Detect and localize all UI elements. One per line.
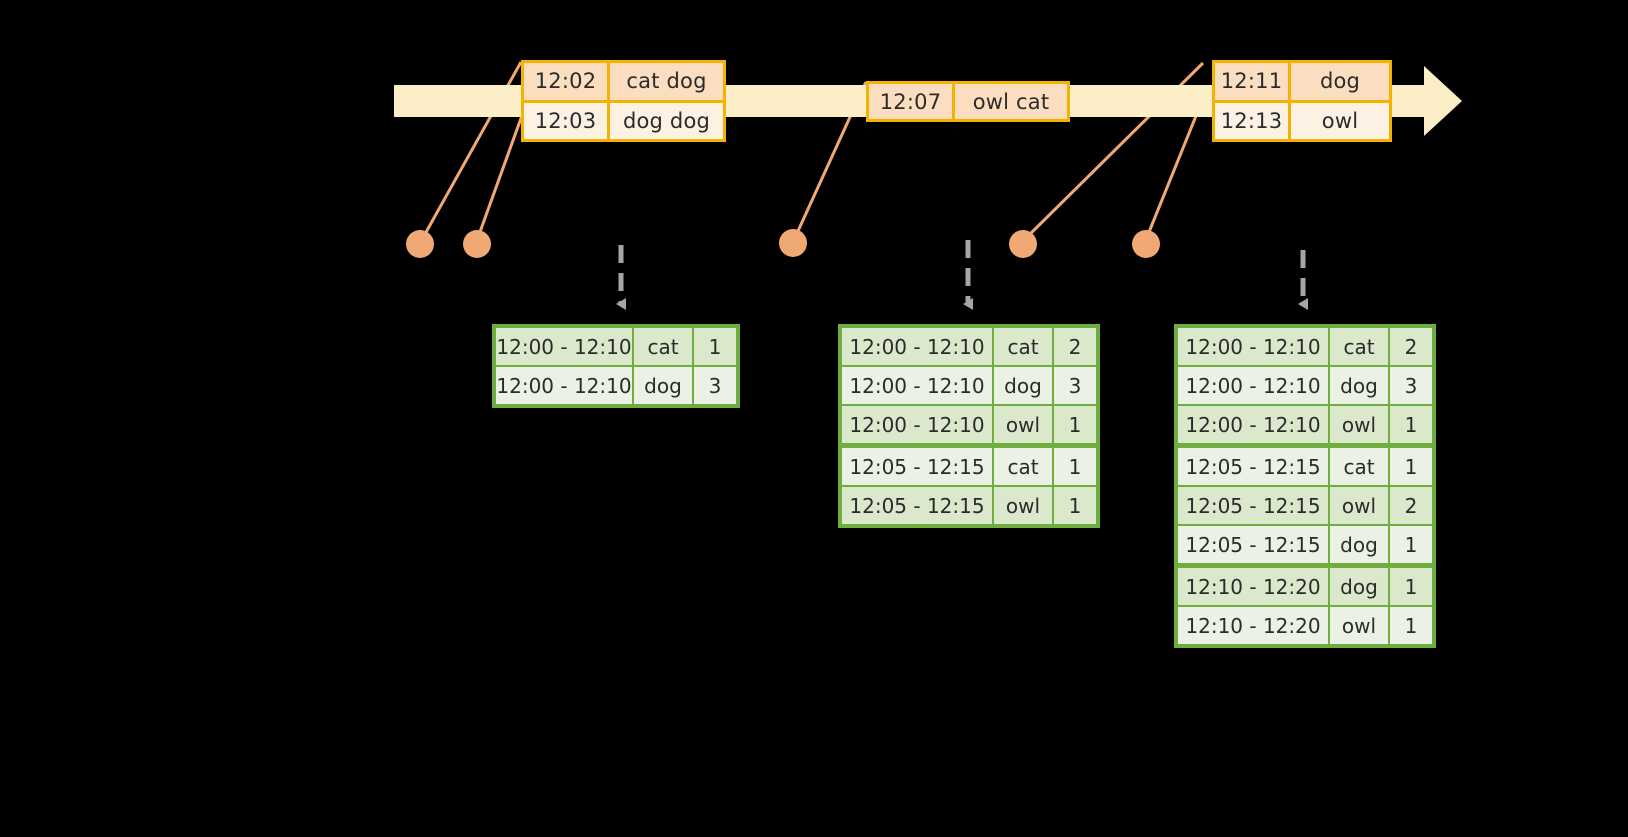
cell-window: 12:00 - 12:10 bbox=[1178, 406, 1328, 443]
cell-count: 3 bbox=[1390, 367, 1432, 404]
timeline-bar-segment-3 bbox=[1069, 85, 1212, 117]
event-payload: cat dog bbox=[626, 69, 707, 94]
cell-key: cat bbox=[1330, 448, 1388, 485]
event-group-1[interactable]: 12:02 cat dog 12:03 dog dog bbox=[521, 60, 726, 142]
cell-window: 12:00 - 12:10 bbox=[842, 328, 992, 365]
cell-key: owl bbox=[1330, 406, 1388, 443]
cell-key: dog bbox=[994, 367, 1052, 404]
cell-count: 2 bbox=[1390, 487, 1432, 524]
event-marker-1203 bbox=[463, 230, 491, 258]
cell-window: 12:10 - 12:20 bbox=[1178, 568, 1328, 605]
cell-key: dog bbox=[1330, 568, 1388, 605]
event-row[interactable]: 12:03 dog dog bbox=[524, 99, 723, 139]
cell-key: cat bbox=[994, 448, 1052, 485]
cell-count: 2 bbox=[1054, 328, 1096, 365]
cell-window: 12:00 - 12:10 bbox=[842, 367, 992, 404]
event-marker-1207 bbox=[779, 229, 807, 257]
cell-count: 2 bbox=[1390, 328, 1432, 365]
connector-line-5 bbox=[1143, 110, 1200, 243]
event-time: 12:13 bbox=[1215, 102, 1291, 139]
cell-window: 12:10 - 12:20 bbox=[1178, 607, 1328, 644]
event-group-3[interactable]: 12:11 dog 12:13 owl bbox=[1212, 60, 1392, 142]
cell-window: 12:05 - 12:15 bbox=[1178, 487, 1328, 524]
event-marker-1213 bbox=[1132, 230, 1160, 258]
event-time: 12:02 bbox=[524, 63, 610, 100]
event-row[interactable]: 12:13 owl bbox=[1215, 99, 1389, 139]
cell-key: owl bbox=[1330, 607, 1388, 644]
cell-count: 1 bbox=[1390, 607, 1432, 644]
cell-key: cat bbox=[1330, 328, 1388, 365]
cell-count: 1 bbox=[694, 328, 736, 365]
cell-count: 1 bbox=[1390, 448, 1432, 485]
cell-window: 12:00 - 12:10 bbox=[496, 328, 632, 365]
cell-count: 1 bbox=[1390, 406, 1432, 443]
cell-window: 12:00 - 12:10 bbox=[842, 406, 992, 443]
cell-window: 12:05 - 12:15 bbox=[1178, 526, 1328, 563]
cell-key: owl bbox=[994, 487, 1052, 524]
event-payload: dog bbox=[1319, 69, 1361, 94]
event-payload: owl bbox=[1321, 108, 1359, 133]
event-time: 12:07 bbox=[869, 84, 955, 119]
event-marker-1202 bbox=[406, 230, 434, 258]
connector-line-2 bbox=[474, 109, 526, 244]
cell-window: 12:05 - 12:15 bbox=[1178, 448, 1328, 485]
cell-count: 3 bbox=[694, 367, 736, 404]
cell-window: 12:05 - 12:15 bbox=[842, 448, 992, 485]
cell-window: 12:00 - 12:10 bbox=[1178, 367, 1328, 404]
timeline-bar-segment-4 bbox=[1388, 85, 1428, 117]
cell-count: 3 bbox=[1054, 367, 1096, 404]
event-marker-1211 bbox=[1009, 230, 1037, 258]
event-group-2[interactable]: 12:07 owl cat bbox=[866, 81, 1070, 122]
event-payload: dog dog bbox=[622, 108, 711, 133]
cell-window: 12:00 - 12:10 bbox=[1178, 328, 1328, 365]
cell-count: 1 bbox=[1390, 568, 1432, 605]
timeline-bar-segment-2 bbox=[723, 85, 869, 117]
cell-key: cat bbox=[994, 328, 1052, 365]
cell-key: dog bbox=[634, 367, 692, 404]
cell-count: 1 bbox=[1054, 448, 1096, 485]
event-row[interactable]: 12:11 dog bbox=[1215, 63, 1389, 100]
cell-key: dog bbox=[1330, 367, 1388, 404]
cell-key: owl bbox=[994, 406, 1052, 443]
cell-count: 1 bbox=[1390, 526, 1432, 563]
cell-window: 12:05 - 12:15 bbox=[842, 487, 992, 524]
timeline-bar-segment-1 bbox=[394, 85, 523, 117]
cell-count: 1 bbox=[1054, 487, 1096, 524]
cell-key: dog bbox=[1330, 526, 1388, 563]
cell-window: 12:00 - 12:10 bbox=[496, 367, 632, 404]
cell-key: cat bbox=[634, 328, 692, 365]
event-payload: owl cat bbox=[972, 89, 1050, 114]
cell-count: 1 bbox=[1054, 406, 1096, 443]
event-time: 12:03 bbox=[524, 102, 610, 139]
event-row[interactable]: 12:07 owl cat bbox=[869, 84, 1067, 119]
cell-key: owl bbox=[1330, 487, 1388, 524]
event-row[interactable]: 12:02 cat dog bbox=[524, 63, 723, 100]
event-time: 12:11 bbox=[1215, 63, 1291, 100]
